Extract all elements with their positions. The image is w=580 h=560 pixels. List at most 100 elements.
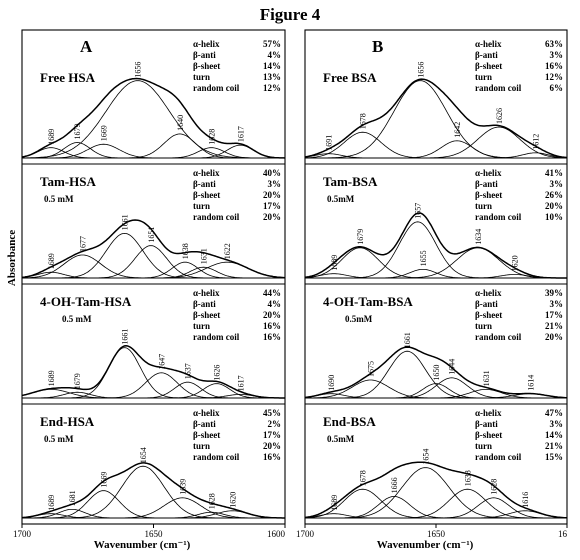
peak-label-1: 1677	[79, 236, 88, 252]
structure-label: β-anti	[193, 299, 216, 309]
panel-title: 4-OH-Tam-BSA	[323, 294, 413, 309]
structure-value: 20%	[263, 190, 281, 200]
peak-label-2: 1661	[121, 329, 130, 345]
structure-value: 57%	[263, 39, 281, 49]
peak-label-0: 1689	[330, 255, 339, 271]
structure-label: α-helix	[475, 288, 502, 298]
structure-label: turn	[193, 321, 210, 331]
peak-label-0: 1689	[47, 370, 56, 386]
x-tick-label: 1600	[267, 529, 286, 539]
structure-value: 20%	[263, 212, 281, 222]
peak-label-0: 1689	[47, 495, 56, 511]
component-band-2	[305, 221, 567, 279]
structure-label: turn	[193, 441, 210, 451]
structure-value: 16%	[545, 61, 563, 71]
panel-frame-1	[304, 29, 568, 525]
structure-label: β-anti	[193, 179, 216, 189]
structure-label: random coil	[475, 212, 522, 222]
peak-label-5: 1620	[511, 255, 520, 271]
x-axis-label-b: Wavenumber (cm⁻¹)	[377, 539, 474, 551]
envelope-curve	[21, 77, 286, 159]
peak-label-4: 1640	[176, 115, 185, 131]
structure-value: 40%	[263, 168, 281, 178]
peak-label-4: 1638	[181, 243, 190, 259]
structure-value: 4%	[268, 299, 282, 309]
peak-label-1: 1675	[367, 361, 376, 377]
component-band-5	[305, 152, 568, 159]
structure-label: α-helix	[193, 288, 220, 298]
x-tick-label: 16	[558, 529, 568, 539]
structure-value: 26%	[545, 190, 563, 200]
structure-value: 12%	[263, 83, 281, 93]
structure-label: random coil	[193, 212, 240, 222]
peak-label-0: 1690	[327, 375, 336, 391]
peak-label-4: 1637	[184, 363, 193, 379]
panel-title: Free BSA	[323, 70, 377, 85]
structure-label: turn	[475, 72, 492, 82]
structure-label: α-helix	[193, 408, 220, 418]
component-band-6	[22, 394, 285, 399]
panel-title: 4-OH-Tam-HSA	[40, 294, 132, 309]
structure-label: turn	[475, 201, 492, 211]
structure-label: random coil	[193, 83, 240, 93]
peak-label-3: 1647	[157, 354, 166, 370]
structure-label: random coil	[193, 332, 240, 342]
component-band-6	[22, 144, 286, 159]
structure-label: α-helix	[475, 408, 502, 418]
structure-label: β-anti	[193, 419, 216, 429]
envelope-curve	[21, 462, 285, 519]
structure-value: 17%	[545, 310, 563, 320]
peak-label-6: 1620	[228, 492, 237, 508]
structure-value: 20%	[263, 310, 281, 320]
structure-value: 3%	[550, 419, 564, 429]
panel-title: Free HSA	[40, 70, 96, 85]
structure-label: β-sheet	[193, 61, 220, 71]
structure-label: β-sheet	[193, 190, 220, 200]
peak-label-1: 1678	[359, 113, 368, 129]
x-axis-label-a: Wavenumber (cm⁻¹)	[94, 539, 191, 551]
structure-label: random coil	[475, 332, 522, 342]
peak-label-3: 1651	[147, 227, 156, 243]
structure-value: 20%	[545, 201, 563, 211]
component-band-4	[22, 381, 285, 399]
peak-label-5: 1631	[200, 248, 209, 264]
structure-label: β-anti	[475, 299, 498, 309]
peak-label-4: 1638	[463, 470, 472, 486]
panel-title: End-HSA	[40, 414, 95, 429]
envelope-curve	[21, 345, 285, 399]
structure-value: 10%	[545, 212, 563, 222]
concentration-label: 0.5mM	[327, 194, 355, 204]
structure-value: 6%	[550, 83, 564, 93]
peak-label-6: 1617	[236, 375, 245, 391]
panel-title: End-BSA	[323, 414, 376, 429]
component-band-2	[22, 490, 285, 519]
column-letter-a: A	[80, 37, 93, 56]
structure-value: 16%	[263, 452, 281, 462]
peak-label-6: 1617	[236, 126, 245, 142]
peak-label-3: 1655	[419, 250, 428, 266]
structure-value: 21%	[545, 441, 563, 451]
structure-label: β-anti	[475, 50, 498, 60]
peak-label-3: 1654	[422, 449, 431, 465]
concentration-label: 0.5 mM	[44, 194, 74, 204]
component-band-3	[22, 372, 285, 399]
envelope-curve	[304, 212, 567, 279]
structure-value: 41%	[545, 168, 563, 178]
structure-value: 3%	[550, 50, 564, 60]
structure-value: 20%	[263, 441, 281, 451]
structure-label: α-helix	[193, 39, 220, 49]
concentration-label: 0.5mM	[327, 434, 355, 444]
peak-label-4: 1634	[474, 229, 483, 245]
column-letter-b: B	[372, 37, 383, 56]
panel-title: Tam-BSA	[323, 174, 378, 189]
x-tick-label: 1650	[145, 529, 164, 539]
peak-label-2: 1661	[121, 214, 130, 230]
structure-label: β-sheet	[475, 190, 502, 200]
structure-value: 14%	[263, 61, 281, 71]
